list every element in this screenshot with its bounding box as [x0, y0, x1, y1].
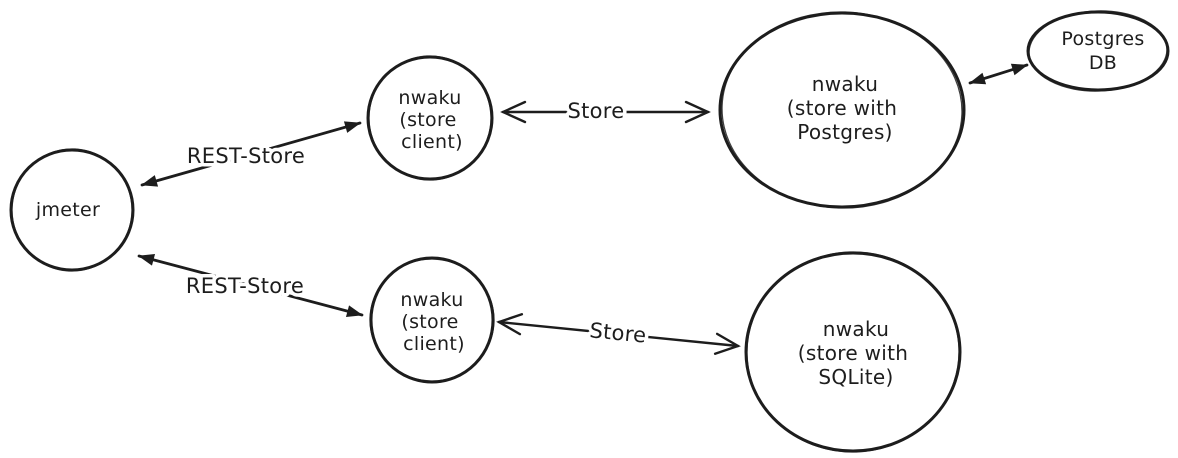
node-label-line: nwaku — [400, 289, 463, 311]
node-jmeter-ellipse — [9, 148, 135, 272]
node-label-line: Postgres — [1061, 28, 1144, 50]
edge-rest-store-top-label: REST-Store — [187, 144, 305, 168]
edge-postgres-db-link — [968, 63, 1029, 85]
edge-rest-store-bottom-line — [137, 254, 364, 317]
edge-postgres-db-link-line — [968, 63, 1029, 85]
node-label-line: nwaku — [812, 72, 878, 96]
node-label-line: Postgres) — [797, 120, 893, 144]
node-jmeter-label: jmeter — [35, 199, 100, 221]
node-label-line: SQLite) — [818, 365, 893, 389]
edge-store-bottom-line — [496, 313, 741, 355]
node-postgres-db-ellipse-sketch — [1028, 10, 1168, 92]
node-label-line: client) — [403, 333, 465, 355]
node-postgres-db: Postgres DB — [1026, 10, 1170, 92]
node-nwaku-store-client-top-ellipse-sketch — [368, 55, 492, 181]
node-label-line: (store — [399, 109, 456, 131]
edge-rest-store-bottom: REST-Store — [137, 254, 364, 317]
node-nwaku-store-with-postgres-ellipse — [718, 11, 966, 209]
node-nwaku-store-with-postgres: nwaku (store with Postgres) — [718, 11, 966, 209]
node-nwaku-store-with-sqlite-ellipse-sketch — [746, 251, 960, 453]
node-nwaku-store-with-sqlite: nwaku (store with SQLite) — [744, 251, 962, 453]
node-label-line: DB — [1089, 52, 1117, 74]
node-nwaku-store-client-bottom-ellipse — [369, 256, 495, 384]
node-nwaku-store-client-top-ellipse — [366, 55, 494, 181]
edge-rest-store-bottom-label: REST-Store — [186, 274, 304, 298]
node-nwaku-store-client-bottom: nwaku (store client) — [369, 256, 495, 384]
node-label-line: nwaku — [398, 87, 461, 109]
edge-rest-store-top-line — [140, 121, 362, 187]
edge-store-bottom: Store — [496, 313, 741, 355]
edge-store-top: Store — [500, 96, 711, 127]
node-jmeter-ellipse-sketch — [11, 148, 133, 272]
node-label-line: (store with — [787, 96, 897, 120]
node-label-line: nwaku — [823, 317, 889, 341]
node-label-line: (store — [401, 311, 458, 333]
node-label-line: client) — [401, 131, 463, 153]
node-nwaku-store-client-top: nwaku (store client) — [366, 55, 494, 181]
node-nwaku-store-with-sqlite-ellipse — [744, 251, 962, 453]
node-nwaku-store-with-postgres-ellipse-sketch — [721, 11, 963, 209]
edge-rest-store-top: REST-Store — [140, 121, 362, 187]
node-label-line: (store with — [798, 341, 908, 365]
node-postgres-db-ellipse — [1026, 10, 1170, 92]
edge-store-top-label: Store — [567, 99, 624, 123]
node-jmeter: jmeter — [9, 148, 135, 272]
node-nwaku-store-client-bottom-ellipse-sketch — [369, 258, 495, 382]
edge-store-bottom-label: Store — [588, 318, 647, 347]
